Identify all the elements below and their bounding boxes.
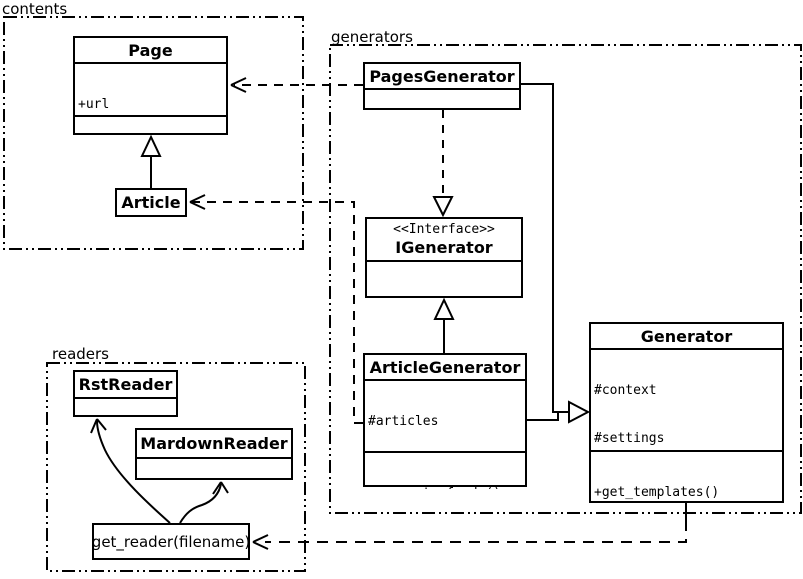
generalization-articlegenerator-to-generator <box>527 411 568 421</box>
generalization-article-to-page <box>140 134 162 188</box>
function-box-get-reader: get_reader(filename) <box>92 523 250 560</box>
package-generators-border <box>329 44 802 514</box>
class-article: Article <box>115 188 187 217</box>
class-generator: Generator #context #settings #path #them… <box>589 322 784 503</box>
class-name: RstReader <box>75 372 176 399</box>
class-rst-reader: RstReader +read() <box>73 370 178 417</box>
generalization-triangle-generator <box>568 400 591 424</box>
methods-compartment: +read() <box>137 459 291 480</box>
attributes-compartment: #pages <box>365 90 519 110</box>
methods-compartment: +generate_context() +generate_output() <box>367 262 521 298</box>
attributes-compartment: #articles #dates #tags #categories <box>365 381 525 453</box>
package-contents-border <box>3 16 304 250</box>
methods-compartment: +check_properties() <box>75 117 226 137</box>
class-article-generator: ArticleGenerator #articles #dates #tags … <box>363 353 527 489</box>
method: +generate_context() <box>370 295 519 298</box>
attribute: #settings <box>594 431 665 446</box>
package-label-contents: contents <box>2 0 68 18</box>
class-name: Article <box>121 193 181 212</box>
methods-compartment: +generate_feeds() +generate_pages() <box>365 453 525 489</box>
method: +generate_feeds() <box>368 486 522 489</box>
uses-arrow-getreader-to-mardownreader <box>179 481 229 524</box>
class-name: Generator <box>591 324 782 350</box>
class-name: Page <box>75 38 226 64</box>
dependency-generator-to-getreader <box>252 503 687 550</box>
class-name: ArticleGenerator <box>365 355 525 381</box>
stereotype: <<Interface>> <box>393 222 495 237</box>
attributes-compartment: +url +slug +summary <box>75 64 226 117</box>
class-header: <<Interface>> IGenerator <box>367 219 521 262</box>
class-name: PagesGenerator <box>365 64 519 90</box>
package-label-generators: generators <box>331 28 413 46</box>
attribute: #context <box>594 383 657 398</box>
package-label-readers: readers <box>52 345 109 363</box>
attribute: +url <box>78 97 110 112</box>
attributes-compartment: #context #settings #path #theme #output_… <box>591 350 782 452</box>
attribute: #articles <box>368 414 439 429</box>
uses-arrow-getreader-to-rstreader <box>90 418 171 524</box>
class-igenerator: <<Interface>> IGenerator +generate_conte… <box>365 217 523 298</box>
function-label: get_reader(filename) <box>91 532 251 551</box>
class-mardown-reader: MardownReader +read() <box>135 428 293 480</box>
dependency-pagesgenerator-to-page <box>230 77 363 93</box>
class-name: MardownReader <box>137 430 291 459</box>
realization-pagesgenerator-to-igenerator <box>432 110 454 218</box>
class-name: IGenerator <box>395 238 493 257</box>
methods-compartment: +read() <box>75 399 176 417</box>
package-readers-border <box>46 362 306 572</box>
class-page: Page +url +slug +summary +check_properti… <box>73 36 228 135</box>
generalization-pagesgenerator-to-generator <box>521 83 568 413</box>
generalization-articlegenerator-to-igenerator <box>433 297 455 353</box>
methods-compartment: +get_templates() +get_files(path,exclude… <box>591 452 782 505</box>
class-pages-generator: PagesGenerator #pages <box>363 62 521 110</box>
method: +get_templates() <box>594 485 720 500</box>
dependency-articlegenerator-to-article <box>189 194 363 424</box>
